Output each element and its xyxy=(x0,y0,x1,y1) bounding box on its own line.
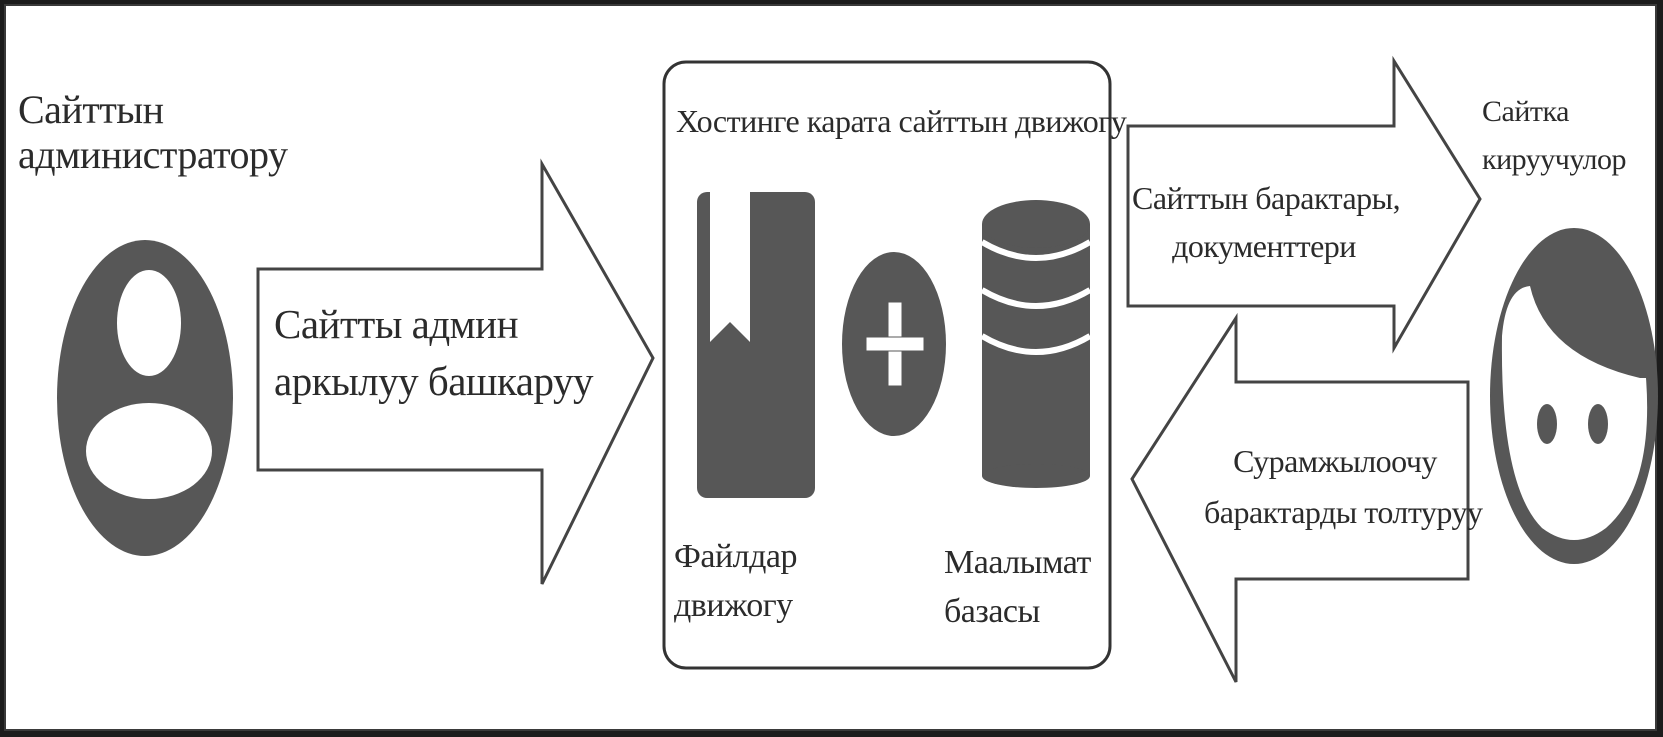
files-engine-label-line-1: Файлдар xyxy=(674,538,798,575)
visitors-title: Сайтка кируучулор xyxy=(1482,88,1626,184)
diagram-canvas xyxy=(57,55,1658,683)
administrator-avatar-icon xyxy=(57,240,233,556)
request-arrow-label: Сурамжылоочу барактарды толтуруу xyxy=(1204,436,1483,538)
admin-arrow-label-line-2: аркылуу башкаруу xyxy=(274,357,593,404)
pages-arrow-label-line-2: документтери xyxy=(1172,228,1356,264)
files-bookmark-icon xyxy=(697,192,815,498)
database-label-line-2: базасы xyxy=(944,593,1040,631)
visitors-title-line-1: Сайтка xyxy=(1482,95,1569,128)
visitors-title-line-2: кируучулор xyxy=(1482,143,1626,176)
database-label-line-1: Маалымат xyxy=(944,544,1091,581)
files-engine-label: Файлдар движогу xyxy=(674,532,798,631)
administrator-title: Сайттын администратору xyxy=(18,87,288,178)
admin-arrow-shape xyxy=(256,158,655,585)
pages-arrow-label-line-1: Сайттын барактары, xyxy=(1132,180,1401,216)
visitor-face-icon xyxy=(1490,228,1658,564)
plus-icon xyxy=(842,252,946,436)
pages-arrow-label: Сайттын барактары, документтери xyxy=(1132,174,1401,270)
database-icon xyxy=(980,200,1092,488)
request-arrow-label-line-1: Сурамжылоочу xyxy=(1233,443,1437,479)
pages-arrow-shape xyxy=(1126,55,1482,354)
diagram-frame: Сайттын администратору Сайтты админ аркы… xyxy=(4,4,1658,731)
admin-arrow-label-line-1: Сайтты админ xyxy=(274,301,519,347)
hosting-box-title: Хостинге карата сайттын движогу xyxy=(676,103,1127,139)
administrator-title-line-2: администратору xyxy=(18,131,288,177)
administrator-title-line-1: Сайттын xyxy=(18,87,164,132)
database-label: Маалымат базасы xyxy=(944,538,1091,637)
request-arrow-shape xyxy=(1130,312,1470,683)
request-arrow-label-line-2: барактарды толтуруу xyxy=(1204,494,1483,531)
admin-arrow-label: Сайтты админ аркылуу башкаруу xyxy=(274,296,593,409)
files-engine-label-line-2: движогу xyxy=(674,587,793,625)
